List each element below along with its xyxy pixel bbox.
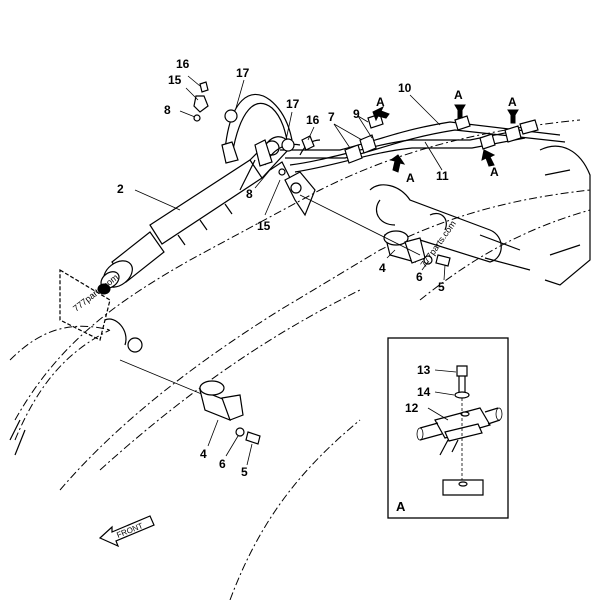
boom-top-bracket	[269, 161, 316, 217]
callout-11: 11	[436, 169, 449, 183]
callout-8-mid: 8	[246, 187, 253, 201]
view-marker-a5: A	[490, 165, 499, 179]
lower-pin-assembly	[199, 380, 261, 445]
upper-pin-assembly	[299, 194, 451, 267]
callout-4-upper: 4	[379, 261, 386, 275]
callout-4-lower: 4	[200, 447, 207, 461]
callout-8-top: 8	[164, 103, 171, 117]
callout-6-upper: 6	[416, 270, 423, 284]
arm-cylinder	[369, 145, 591, 286]
cylinder-foot-bracket	[59, 268, 241, 411]
leader-lines	[134, 75, 446, 466]
watermark-left: 777parts.com	[71, 272, 120, 313]
callout-15-top: 15	[168, 73, 182, 87]
callout-5-lower: 5	[241, 465, 248, 479]
callout-labels: 2 16 15 8 17 17 16 7 9 10 11 8 15 4 6 5 …	[117, 57, 517, 479]
view-marker-a1: A	[376, 95, 385, 109]
front-arrow: FRONT	[98, 515, 155, 548]
callout-2: 2	[117, 182, 124, 196]
callout-9: 9	[353, 107, 360, 121]
callout-16-mid: 16	[306, 113, 320, 127]
hose-clamps	[344, 113, 539, 164]
view-marker-a3: A	[454, 88, 463, 102]
callout-6-lower: 6	[219, 457, 226, 471]
callout-14: 14	[417, 385, 431, 399]
detail-a-box: A 13 14 12	[387, 337, 509, 519]
callout-16-top: 16	[176, 57, 190, 71]
callout-13: 13	[417, 363, 431, 377]
callout-5-upper: 5	[438, 280, 445, 294]
callout-12: 12	[405, 401, 419, 415]
callout-10: 10	[398, 81, 412, 95]
callout-17-right: 17	[286, 97, 300, 111]
callout-17-left: 17	[236, 66, 250, 80]
view-arrows	[372, 104, 519, 173]
boom-outline	[9, 119, 591, 600]
detail-a-label: A	[396, 499, 406, 514]
view-marker-a4: A	[508, 95, 517, 109]
callout-7: 7	[328, 110, 335, 124]
view-marker-a2: A	[406, 171, 415, 185]
callout-15-mid: 15	[257, 219, 271, 233]
